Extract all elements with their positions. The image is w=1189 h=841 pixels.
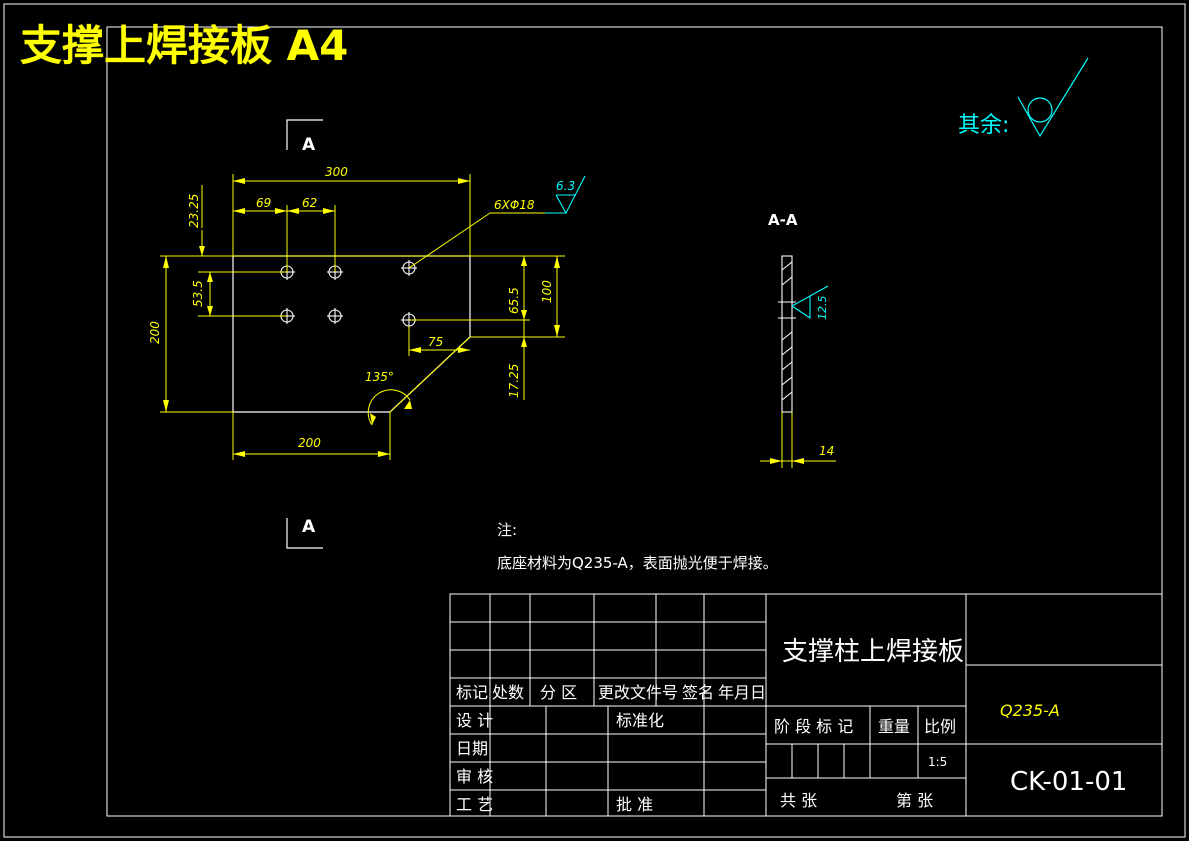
tb-rev-sign: 签名 [682, 683, 714, 702]
tb-scale-label: 比例 [924, 717, 956, 736]
tb-stage-mark: 阶 段 标 记 [774, 717, 853, 736]
tb-material: Q235-A [1000, 701, 1060, 720]
dim-200-horizontal: 200 [298, 436, 321, 450]
dim-angle-135: 135° [365, 370, 394, 384]
tb-sheet-number: 第 张 [896, 791, 933, 810]
dim-69: 69 [256, 196, 271, 210]
outer-frame [3, 3, 1186, 838]
dim-62: 62 [302, 196, 317, 210]
hole-roughness-icon [545, 175, 586, 215]
rest-roughness-icon [1017, 57, 1089, 138]
rest-roughness-label: 其余: [958, 113, 1009, 138]
tb-rev-date: 年月日 [718, 683, 766, 702]
section-mark-bottom [286, 518, 323, 549]
section-roughness-icon [791, 285, 829, 320]
section-label-bottom: A [302, 517, 316, 537]
dim-200-vertical: 200 [148, 321, 162, 344]
holes [279, 260, 417, 328]
section-view-dimension [760, 412, 836, 468]
dim-53-5: 53.5 [191, 280, 205, 307]
tb-approve: 批 准 [616, 795, 653, 814]
tb-part-name: 支撑柱上焊接板 [782, 637, 964, 667]
sheet-title: 支撑上焊接板 A4 [20, 21, 348, 70]
tb-standard: 标准化 [616, 711, 664, 730]
dimension-lines [160, 174, 565, 460]
dim-17-25: 17.25 [507, 364, 521, 398]
section-label-top: A [302, 135, 316, 155]
tb-rev-docno: 更改文件号 [598, 683, 678, 702]
tb-rev-mark: 标记 [456, 683, 488, 702]
tb-date: 日期 [456, 739, 488, 758]
tb-total-sheets: 共 张 [780, 791, 817, 810]
tb-design: 设 计 [456, 711, 493, 730]
hole-roughness-value: 6.3 [556, 179, 575, 193]
section-roughness-value: 12.5 [816, 296, 829, 321]
dim-holes: 6XΦ18 [494, 198, 535, 212]
tb-drawing-number: CK-01-01 [1010, 767, 1127, 797]
tb-weight: 重量 [878, 717, 910, 736]
dim-100: 100 [540, 280, 554, 303]
tb-scale-value: 1:5 [928, 755, 947, 769]
title-block-grid [449, 593, 1163, 817]
tb-review: 审 核 [456, 767, 493, 786]
notes-heading: 注: [497, 521, 517, 539]
tb-process: 工 艺 [456, 795, 493, 814]
hole-5 [327, 308, 343, 324]
dim-23-25: 23.25 [187, 194, 201, 228]
dim-thickness-14: 14 [819, 444, 834, 458]
notes-text: 底座材料为Q235-A，表面抛光便于焊接。 [497, 554, 778, 572]
section-view-plate [778, 255, 796, 413]
tb-rev-count: 处数 [492, 683, 524, 702]
plate-outline [232, 255, 471, 413]
dim-75: 75 [428, 335, 443, 349]
section-view-label: A-A [768, 211, 798, 229]
dim-300: 300 [325, 165, 348, 179]
dim-65-5: 65.5 [507, 287, 521, 314]
tb-rev-zone: 分 区 [540, 683, 577, 702]
section-mark-top [286, 119, 323, 150]
